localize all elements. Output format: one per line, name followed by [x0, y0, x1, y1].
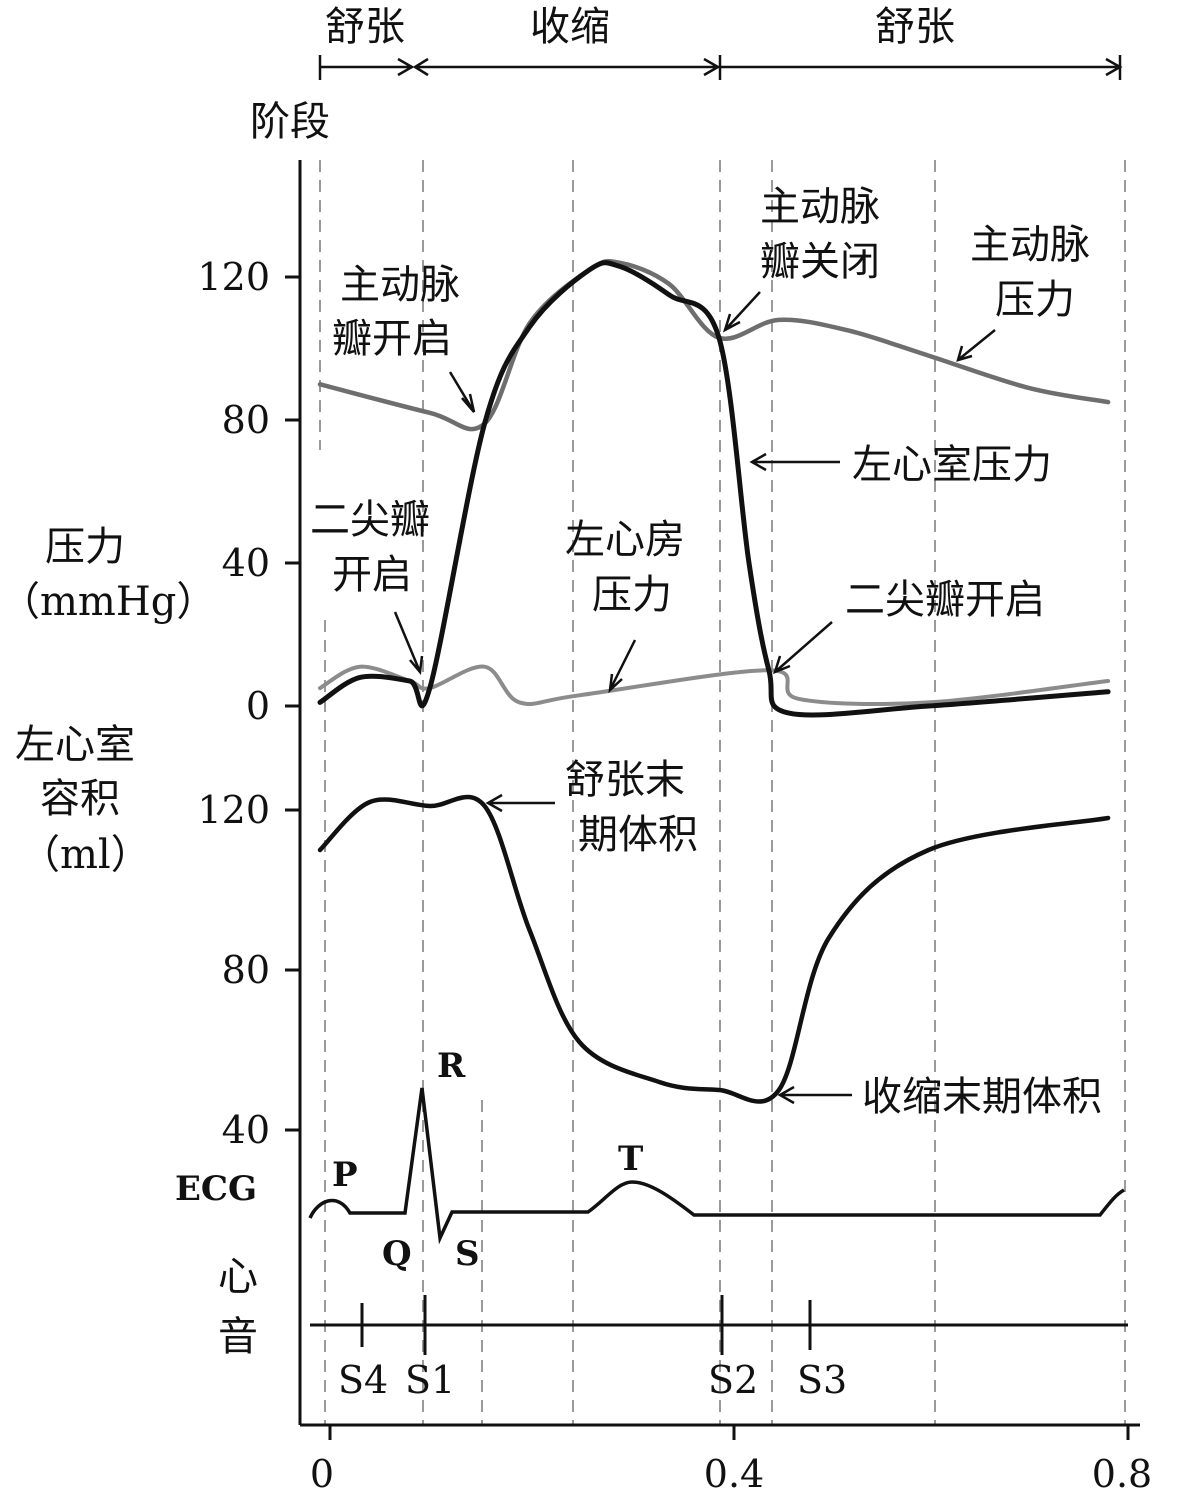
time-tick-0: 0	[310, 1452, 334, 1496]
aortic-pressure-arrow	[956, 329, 996, 362]
time-tick-0-4: 0.4	[704, 1452, 764, 1496]
esv-arrow	[777, 1085, 852, 1105]
edv-label-2: 期体积	[578, 812, 698, 858]
phase-diastole-left: 舒张	[325, 4, 405, 50]
mitral-valve-open-right-label: 二尖瓣开启	[845, 577, 1045, 623]
phase-header: 舒张 收缩 舒张 阶段	[250, 4, 1123, 145]
edv-label: 舒张末	[565, 757, 685, 803]
axes: 120 80 40 0 120 80 40 0 0.4 0.8 压力 （mmHg…	[0, 160, 1152, 1496]
pressure-tick-0: 0	[246, 684, 270, 728]
ecg-s-wave-label: S	[455, 1234, 480, 1274]
heart-sound-label: 心	[218, 1254, 258, 1300]
la-pressure-curve	[318, 664, 1111, 707]
pressure-axis-label: 压力	[45, 524, 125, 570]
curves	[317, 258, 1111, 1104]
la-pressure-label: 左心房	[565, 517, 685, 563]
time-guides	[319, 160, 1126, 1425]
aortic-pressure-label: 主动脉	[970, 222, 1090, 268]
volume-tick-120: 120	[197, 788, 270, 832]
phase-diastole-right: 舒张	[875, 4, 955, 50]
aortic-valve-close-label: 主动脉	[760, 184, 880, 230]
ecg-r-wave-label: R	[437, 1046, 466, 1086]
heart-sounds: S4 S1 S2 S3	[310, 1295, 1128, 1402]
s1-label: S1	[405, 1358, 455, 1402]
aortic-valve-close-label-2: 瓣关闭	[760, 239, 880, 285]
ecg-p-wave-label: P	[332, 1155, 358, 1195]
volume-tick-40: 40	[222, 1108, 270, 1152]
mitral-valve-open-label: 二尖瓣	[310, 497, 430, 543]
aortic-valve-open-arrow	[448, 371, 476, 413]
time-tick-0-8: 0.8	[1092, 1452, 1152, 1496]
s4-label: S4	[338, 1358, 388, 1402]
aortic-valve-open-label: 主动脉	[340, 262, 460, 308]
phase-arrow-systole	[412, 57, 721, 77]
aortic-valve-open-label-2: 瓣开启	[332, 316, 452, 362]
annotations: 主动脉 瓣开启 主动脉 瓣关闭 主动脉 压力 左心室压力 二尖瓣 开启 左心房 …	[310, 184, 1102, 1120]
s2-label: S2	[708, 1358, 758, 1402]
pressure-tick-40: 40	[222, 541, 270, 585]
lv-pressure-curve	[317, 260, 1111, 718]
ecg-t-wave-label: T	[618, 1139, 643, 1179]
aortic-pressure-label-2: 压力	[995, 277, 1075, 323]
mitral-valve-open-label-2: 开启	[332, 552, 412, 598]
volume-tick-80: 80	[222, 948, 270, 992]
ecg-trace	[308, 1087, 1125, 1245]
phase-arrow-diastole-left	[318, 55, 415, 80]
lv-pressure-arrow	[749, 452, 840, 472]
lv-pressure-label: 左心室压力	[852, 442, 1052, 488]
s3-label: S3	[797, 1358, 847, 1402]
volume-axis-label: 左心室	[15, 722, 135, 768]
edv-arrow	[485, 793, 555, 813]
stage-label: 阶段	[250, 99, 330, 145]
pressure-tick-80: 80	[222, 398, 270, 442]
volume-axis-label-2: 容积	[40, 776, 120, 822]
la-pressure-label-2: 压力	[592, 572, 672, 618]
phase-systole: 收缩	[530, 4, 610, 50]
volume-axis-unit: （ml）	[20, 832, 151, 878]
pressure-axis-unit: （mmHg）	[0, 579, 216, 625]
mitral-valve-open-arrow	[393, 611, 424, 676]
aortic-valve-close-arrow	[722, 291, 761, 333]
pressure-tick-120: 120	[197, 255, 270, 299]
esv-label: 收缩末期体积	[862, 1074, 1102, 1120]
la-pressure-arrow	[608, 639, 637, 694]
ecg-q-wave-label: Q	[382, 1234, 412, 1274]
lv-volume-curve	[317, 794, 1111, 1104]
phase-arrow-diastole-right	[718, 55, 1123, 80]
ecg-label: ECG	[175, 1169, 257, 1209]
heart-sound-label-2: 音	[218, 1314, 258, 1360]
mitral-valve-open-right-arrow	[773, 621, 833, 675]
